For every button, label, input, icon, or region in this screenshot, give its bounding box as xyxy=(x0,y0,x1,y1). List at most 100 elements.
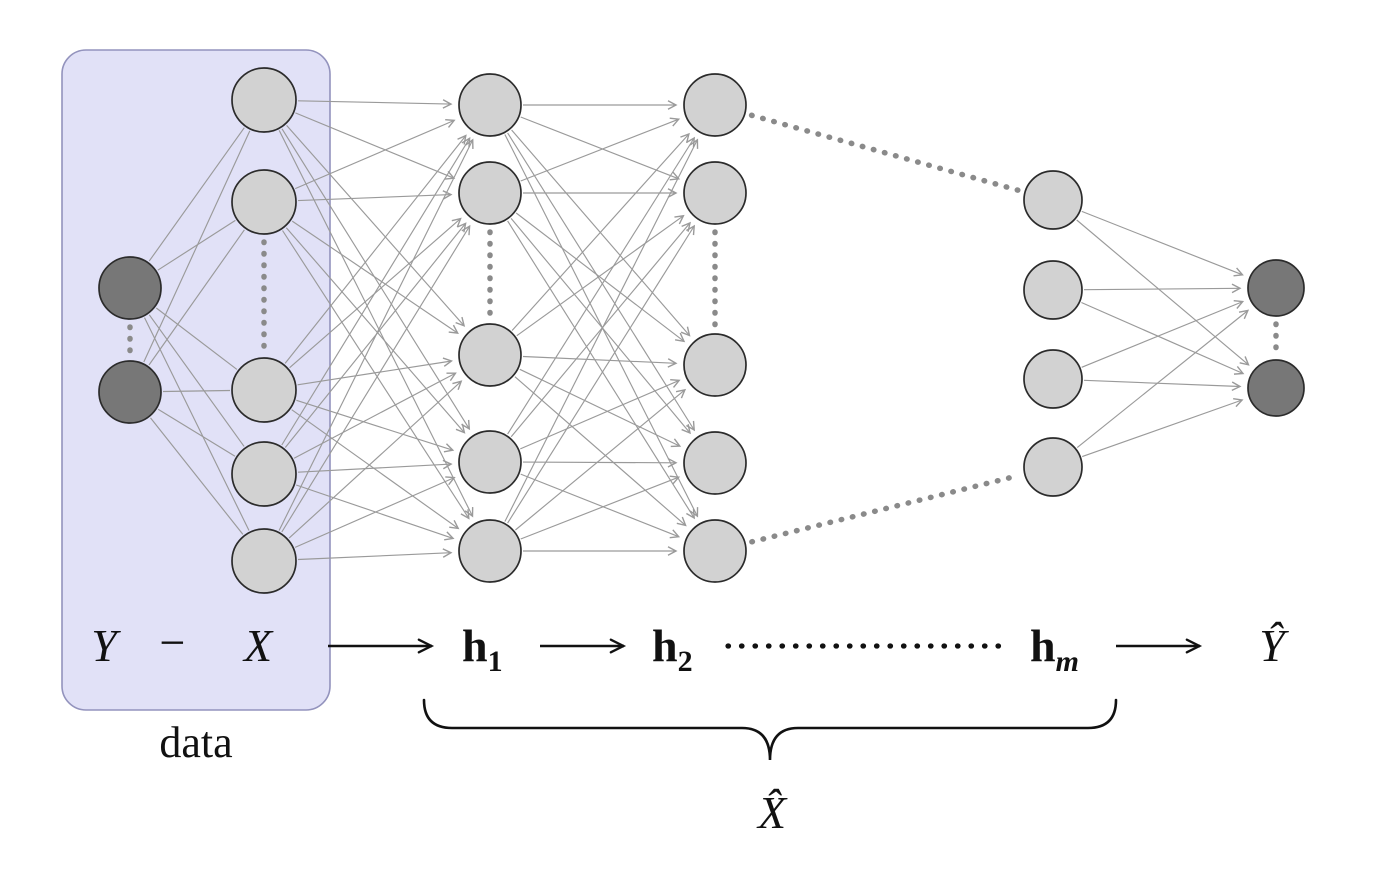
node-X-3 xyxy=(231,441,297,507)
node-yhat-0 xyxy=(1247,259,1305,317)
edge-h10-h23 xyxy=(507,132,696,432)
edge-X4-h13 xyxy=(294,476,456,548)
node-h1-2 xyxy=(458,323,522,387)
edge-X4-h12 xyxy=(288,380,463,539)
edge-X3-h13 xyxy=(297,459,453,473)
node-hm-1 xyxy=(1023,260,1083,320)
edge-h11-h20 xyxy=(520,117,681,182)
edge-X1-h13 xyxy=(285,227,466,434)
node-h1-4 xyxy=(458,519,522,583)
node-hm-2 xyxy=(1023,349,1083,409)
edge-h12-h20 xyxy=(511,132,690,331)
node-h1-0 xyxy=(458,73,522,137)
node-X-1 xyxy=(231,169,297,235)
edge-X2-h10 xyxy=(284,134,467,364)
label-h1: h1 xyxy=(462,620,503,678)
label-X: X xyxy=(242,620,274,671)
node-X-0 xyxy=(231,67,297,133)
edge-X2-h12 xyxy=(297,357,453,386)
node-hm-3 xyxy=(1023,437,1083,497)
edge-X0-h14 xyxy=(278,130,474,518)
edge-hm3-yhat0 xyxy=(1076,309,1250,449)
edge-h11-h22 xyxy=(515,212,686,343)
edge-h12-h23 xyxy=(519,368,682,448)
edge-h10-h21 xyxy=(520,116,681,181)
edge-h13-h21 xyxy=(510,221,691,438)
edge-hm0-yhat1 xyxy=(1076,219,1250,366)
edge-hm2-yhat1 xyxy=(1083,379,1242,392)
node-Y-0 xyxy=(98,256,162,320)
edge-X0-h12 xyxy=(286,125,466,327)
node-h2-0 xyxy=(683,73,747,137)
label-h1-base: h xyxy=(462,620,488,671)
node-Y-1 xyxy=(98,360,162,424)
edge-hm3-yhat1 xyxy=(1082,398,1244,458)
edge-h13-h24 xyxy=(520,473,681,539)
edge-X4-h14 xyxy=(297,548,453,561)
edge-Y1-X0 xyxy=(143,130,251,363)
edge-h11-h24 xyxy=(507,220,696,520)
edge-h14-h22 xyxy=(515,388,687,531)
edge-h12-h21 xyxy=(516,214,685,337)
label-hm: hm xyxy=(1030,620,1079,678)
edge-Y0-X1 xyxy=(157,219,236,271)
edge-X1-h14 xyxy=(282,230,470,520)
edge-hm0-yhat0 xyxy=(1081,210,1244,277)
node-h2-4 xyxy=(683,519,747,583)
edge-h14-h23 xyxy=(520,475,681,540)
edge-X3-h14 xyxy=(296,484,455,541)
edge-h10-h24 xyxy=(504,134,699,518)
edge-h14-h21 xyxy=(507,224,696,524)
dotted-links xyxy=(127,112,1279,545)
edge-Y1-X4 xyxy=(150,417,244,535)
network-edges xyxy=(143,99,1250,561)
edge-X0-h10 xyxy=(297,99,453,109)
edge-h11-h23 xyxy=(510,218,691,435)
edge-hm1-yhat0 xyxy=(1083,283,1242,294)
node-h2-1 xyxy=(683,161,747,225)
data-box-caption: data xyxy=(159,718,232,767)
label-hm-sub: m xyxy=(1056,645,1079,678)
edge-Y1-X1 xyxy=(148,229,245,366)
edge-hm1-yhat1 xyxy=(1081,301,1245,375)
edge-X3-h10 xyxy=(281,137,471,446)
edge-h13-h23 xyxy=(522,457,678,468)
edge-X2-h13 xyxy=(296,399,455,453)
edge-X0-h13 xyxy=(281,128,471,431)
node-hm-0 xyxy=(1023,170,1083,230)
edge-h14-h20 xyxy=(504,138,699,522)
label-h2-sub: 2 xyxy=(678,645,693,678)
edge-Y0-X4 xyxy=(143,317,250,531)
label-hm-base: h xyxy=(1030,620,1056,671)
edge-X1-h12 xyxy=(291,220,459,334)
edge-X4-h11 xyxy=(281,224,471,533)
label-h2: h2 xyxy=(652,620,693,678)
network-nodes xyxy=(98,67,1305,594)
label-X-hat: X̂ xyxy=(756,787,788,838)
label-h1-sub: 1 xyxy=(488,645,503,678)
edge-X1-h10 xyxy=(294,118,456,190)
edge-Y1-X3 xyxy=(157,408,236,457)
edge-h12-h24 xyxy=(514,376,687,527)
edge-h13-h20 xyxy=(507,136,696,435)
node-h2-3 xyxy=(683,431,747,495)
node-yhat-1 xyxy=(1247,359,1305,417)
node-X-2 xyxy=(231,357,297,423)
label-Y-hat: Ŷ xyxy=(1259,620,1289,671)
node-h1-3 xyxy=(458,430,522,494)
node-X-4 xyxy=(231,528,297,594)
edge-X4-h10 xyxy=(278,138,474,531)
label-Y: Y xyxy=(91,620,121,671)
edge-X2-h14 xyxy=(291,409,460,530)
minus-sign: − xyxy=(156,617,187,668)
dotted-link-h2-hm xyxy=(748,112,1022,194)
edge-X1-h11 xyxy=(297,190,453,202)
underbrace xyxy=(422,698,1118,761)
edge-X3-h12 xyxy=(293,372,457,459)
edge-hm2-yhat0 xyxy=(1081,300,1245,368)
edge-Y1-X2 xyxy=(162,389,231,393)
label-h2-base: h xyxy=(652,620,678,671)
edge-X0-h11 xyxy=(295,112,456,180)
